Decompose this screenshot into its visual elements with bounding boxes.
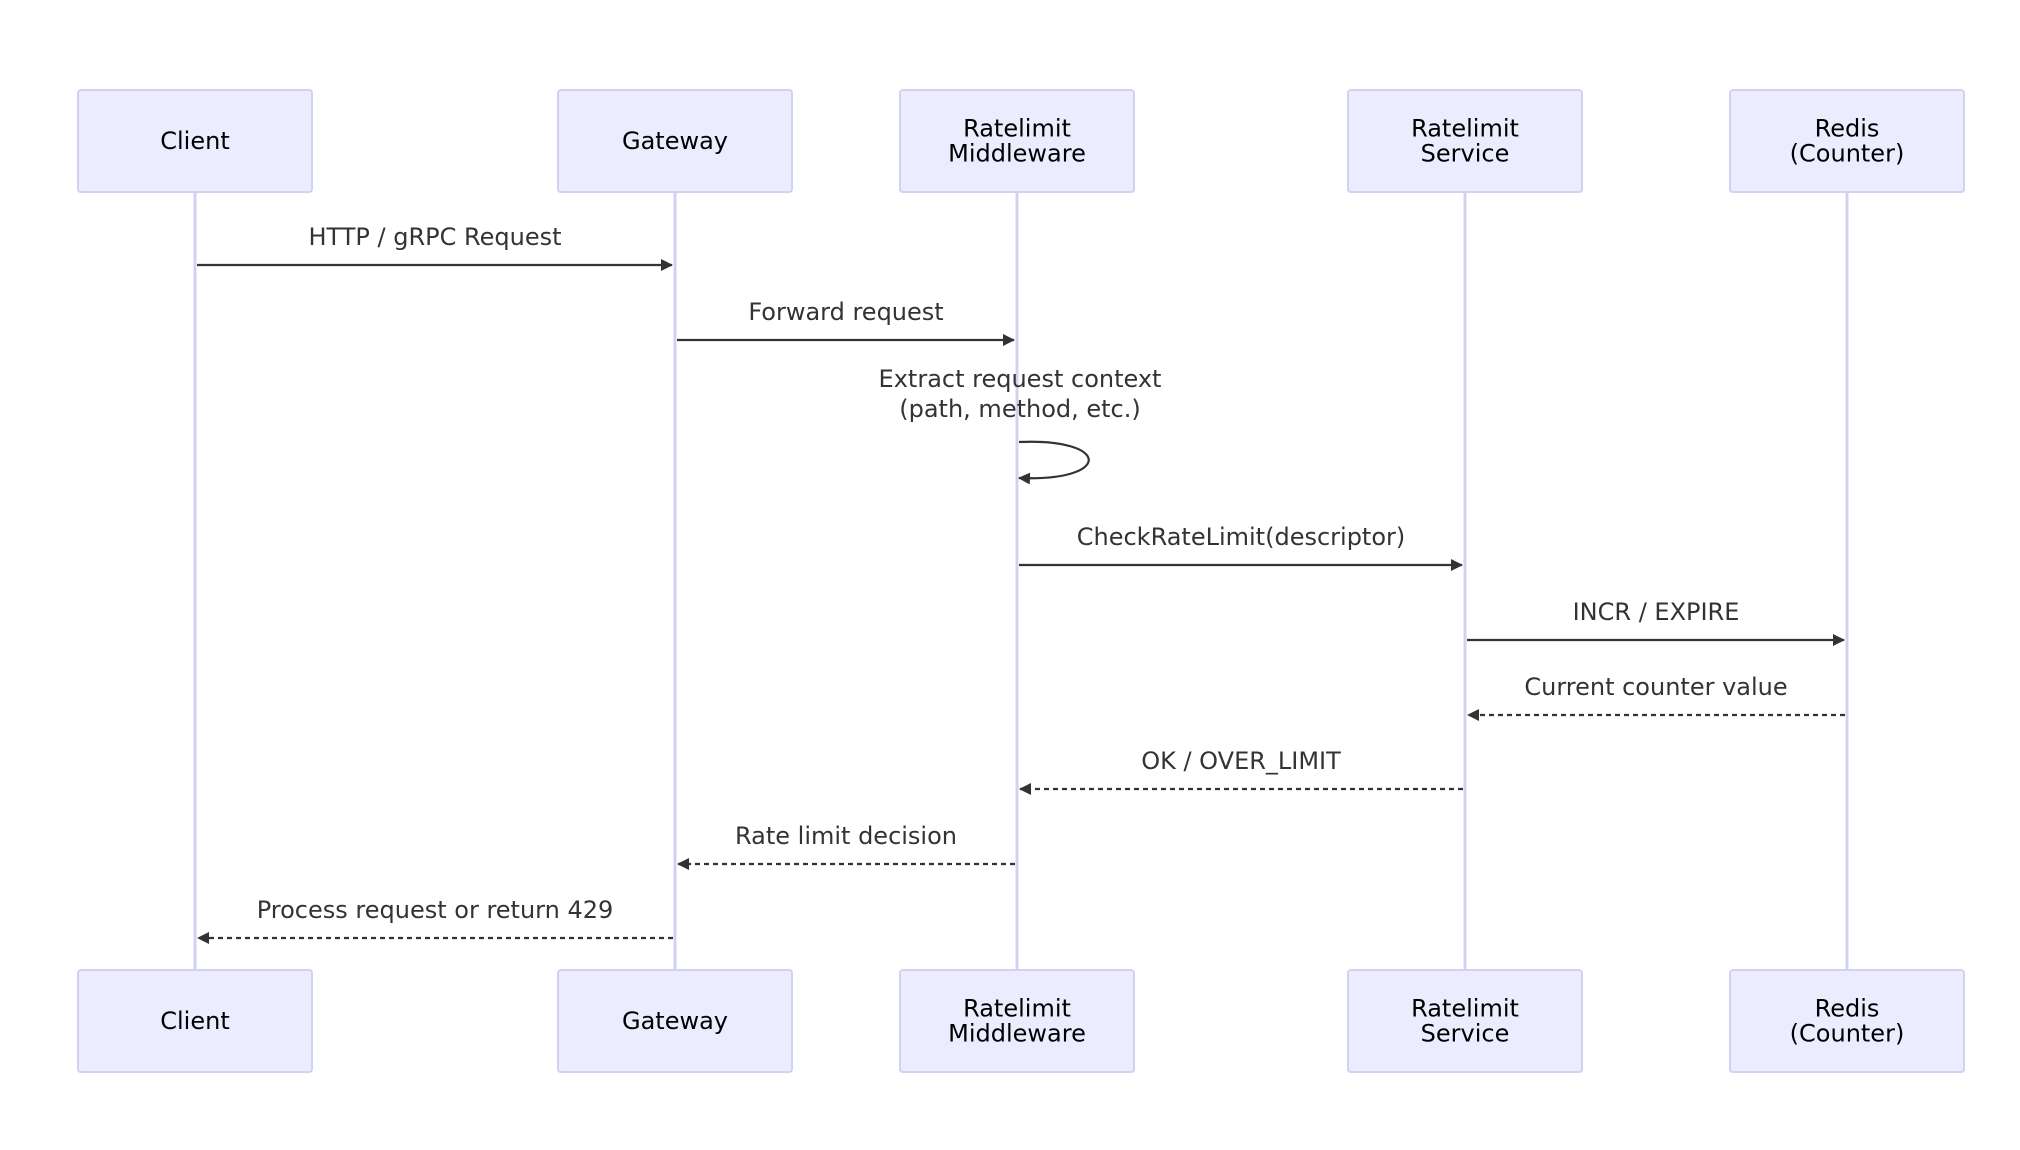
message-5: INCR / EXPIRE [1467,598,1845,646]
message-label: CheckRateLimit(descriptor) [1077,523,1406,551]
message-label: HTTP / gRPC Request [308,223,561,251]
actor-box [557,89,793,193]
actor-label: Middleware [948,1020,1086,1048]
message-label: Forward request [748,298,943,326]
actors: ClientClientGatewayGatewayRatelimitMiddl… [77,89,1965,1073]
self-loop-arrow [1018,440,1090,485]
lifelines [193,192,1849,970]
actor-client-top: Client [77,89,313,193]
actor-label: Client [160,127,229,155]
actor-label: Service [1421,140,1510,168]
actor-label: Redis [1815,995,1880,1023]
actor-label: Ratelimit [963,995,1071,1023]
actor-box [1347,89,1583,193]
actor-box [1729,89,1965,193]
actor-box [1347,969,1583,1073]
actor-box [899,969,1135,1073]
actor-label: (Counter) [1790,1020,1905,1048]
message-label: Current counter value [1524,673,1787,701]
message-3: Extract request context(path, method, et… [879,365,1162,485]
actor-box [77,89,313,193]
message-label: INCR / EXPIRE [1573,598,1740,626]
actor-redis-top: Redis(Counter) [1729,89,1965,193]
message-label: Rate limit decision [735,822,957,850]
message-6: Current counter value [1467,673,1845,721]
message-label: Process request or return 429 [257,896,614,924]
actor-label: (Counter) [1790,140,1905,168]
message-7: OK / OVER_LIMIT [1019,747,1463,795]
actor-box [77,969,313,1073]
message-2: Forward request [677,298,1015,346]
actor-label: Redis [1815,115,1880,143]
actor-gateway-bottom: Gateway [557,969,793,1073]
message-label: OK / OVER_LIMIT [1141,747,1341,775]
actor-box [899,89,1135,193]
actor-box [557,969,793,1073]
actor-label: Service [1421,1020,1510,1048]
message-label: (path, method, etc.) [899,395,1141,423]
actor-label: Ratelimit [1411,115,1519,143]
actor-label: Middleware [948,140,1086,168]
actor-box [1729,969,1965,1073]
actor-label: Gateway [622,127,728,155]
message-9: Process request or return 429 [197,896,673,944]
actor-label: Ratelimit [963,115,1071,143]
actor-label: Gateway [622,1007,728,1035]
message-4: CheckRateLimit(descriptor) [1019,523,1463,571]
actor-label: Client [160,1007,229,1035]
actor-label: Ratelimit [1411,995,1519,1023]
actor-client-bottom: Client [77,969,313,1073]
message-1: HTTP / gRPC Request [197,223,673,271]
message-8: Rate limit decision [677,822,1015,870]
actor-gateway-top: Gateway [557,89,793,193]
actor-redis-bottom: Redis(Counter) [1729,969,1965,1073]
message-label: Extract request context [879,365,1162,393]
